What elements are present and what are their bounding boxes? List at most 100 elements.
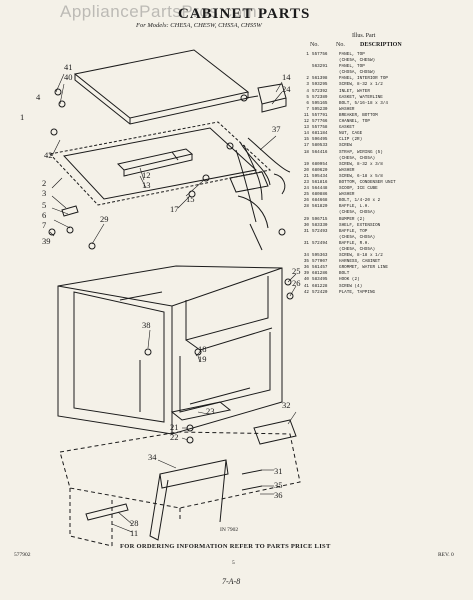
part-number: 572494 (312, 240, 328, 246)
part-description: SCREW (4) (339, 283, 363, 289)
part-number: 572493 (312, 228, 328, 234)
diagram-id: IN 7902 (220, 527, 239, 533)
callout-12: 12 (142, 170, 151, 180)
part-number: 580533 (312, 143, 328, 149)
part-description: (CHE5A, CHS5A) (339, 247, 376, 252)
part-illus-no: 20 (303, 167, 309, 173)
part-description: (CHE5A, CHS5A) (339, 155, 376, 161)
part-description: NUT, CAGE (339, 131, 363, 137)
part-illus-no: 18 (303, 149, 309, 155)
parts-row: (CHE5A, CHS5A) (296, 247, 468, 253)
part-description: SHELF, EXTENSION (339, 222, 381, 228)
part-illus-no: 2 (306, 76, 309, 82)
part-description: WASHER (339, 167, 355, 173)
part-number: 595230 (312, 106, 328, 112)
part-illus-no: 35 (303, 259, 309, 265)
part-description: PANEL, INTERIOR TOP (339, 76, 388, 82)
top-channel-drawing (117, 148, 194, 177)
callout-6: 6 (42, 210, 46, 220)
part-number: 564416 (312, 149, 328, 155)
part-illus-no: 6 (306, 100, 309, 106)
part-description: WASHER (339, 106, 355, 112)
part-illus-no: 36 (303, 265, 309, 271)
part-number: 596715 (312, 216, 328, 222)
part-illus-no: 11 (303, 112, 309, 118)
part-illus-no: 23 (303, 179, 309, 185)
interior-top-panel-drawing (49, 121, 272, 206)
part-number: 583495 (312, 277, 328, 283)
part-description: BOLT, 5/16-18 x 3/4 (339, 100, 388, 106)
part-illus-no: 7 (306, 106, 309, 112)
part-illus-no: 24 (303, 186, 309, 192)
callout-23: 23 (206, 406, 215, 416)
callout-39: 39 (42, 236, 51, 246)
page-number: 5 (232, 560, 235, 566)
part-description: BUMPER (2) (339, 216, 365, 222)
part-illus-no: 31 (303, 228, 309, 234)
parts-row: (CHE5A, CHS5A) (296, 210, 468, 216)
part-description: (CHE5A, CHE5W) (339, 58, 376, 64)
callout-34: 34 (148, 452, 157, 462)
part-illus-no: 29 (303, 216, 309, 222)
plate-drawing (253, 419, 297, 445)
part-number: 681228 (312, 283, 328, 289)
part-illus-no: 15 (303, 137, 309, 143)
part-illus-no: 4 (306, 88, 309, 94)
part-description: BAFFLE, R.H. (339, 240, 370, 246)
part-number: 572389 (312, 94, 328, 100)
part-description: BREAKER, BOTTOM (339, 112, 378, 118)
part-description: GASKET, WATERLINE (339, 94, 383, 100)
part-description: INLET, WATER (339, 88, 370, 94)
parts-row: (CHE5A, CHE5W) (296, 58, 468, 64)
part-description: STRAP, WIRING (5) (339, 149, 383, 155)
page-subtitle: For Models: CHE5A, CHE5W, CHS5A, CHS5W (136, 22, 262, 29)
callout-26: 26 (292, 278, 301, 288)
leader-lines (49, 73, 297, 533)
part-number: 557756 (312, 52, 328, 57)
part-illus-no: 41 (303, 283, 309, 289)
callout-15: 15 (186, 194, 195, 204)
page-title: CABINET PARTS (178, 6, 311, 22)
part-number: 572392 (312, 88, 328, 94)
part-number: 577007 (312, 259, 328, 265)
ordering-note: FOR ORDERING INFORMATION REFER TO PARTS … (120, 543, 331, 550)
part-description: PANEL, TOP (339, 64, 365, 70)
callout-37: 37 (272, 124, 281, 134)
part-number: 557791 (312, 112, 328, 118)
part-number: 596495 (312, 137, 328, 143)
part-number: 593295 (312, 82, 328, 88)
part-description: BOTTOM, CONDENSER UNIT (339, 179, 396, 185)
part-description: HOOK (2) (339, 277, 360, 283)
callout-1: 1 (20, 112, 24, 122)
part-illus-no: 13 (303, 125, 309, 131)
part-description: WASHER (339, 192, 355, 198)
part-number: 561820 (312, 204, 328, 210)
part-description: BAFFLE, L.H. (339, 204, 370, 210)
part-illus-no: 5 (306, 94, 309, 100)
wiring-harness-drawing (229, 137, 291, 251)
part-illus-no: 21 (303, 173, 309, 179)
part-illus-no: 31 (303, 240, 309, 246)
part-description: (CHS5A, CHS5W) (339, 70, 376, 76)
callout-labels: 41 40 42 2 3 5 6 7 39 29 12 13 17 15 14 … (20, 62, 301, 538)
part-illus-no: 34 (303, 253, 309, 259)
part-illus-no: 17 (303, 143, 309, 149)
